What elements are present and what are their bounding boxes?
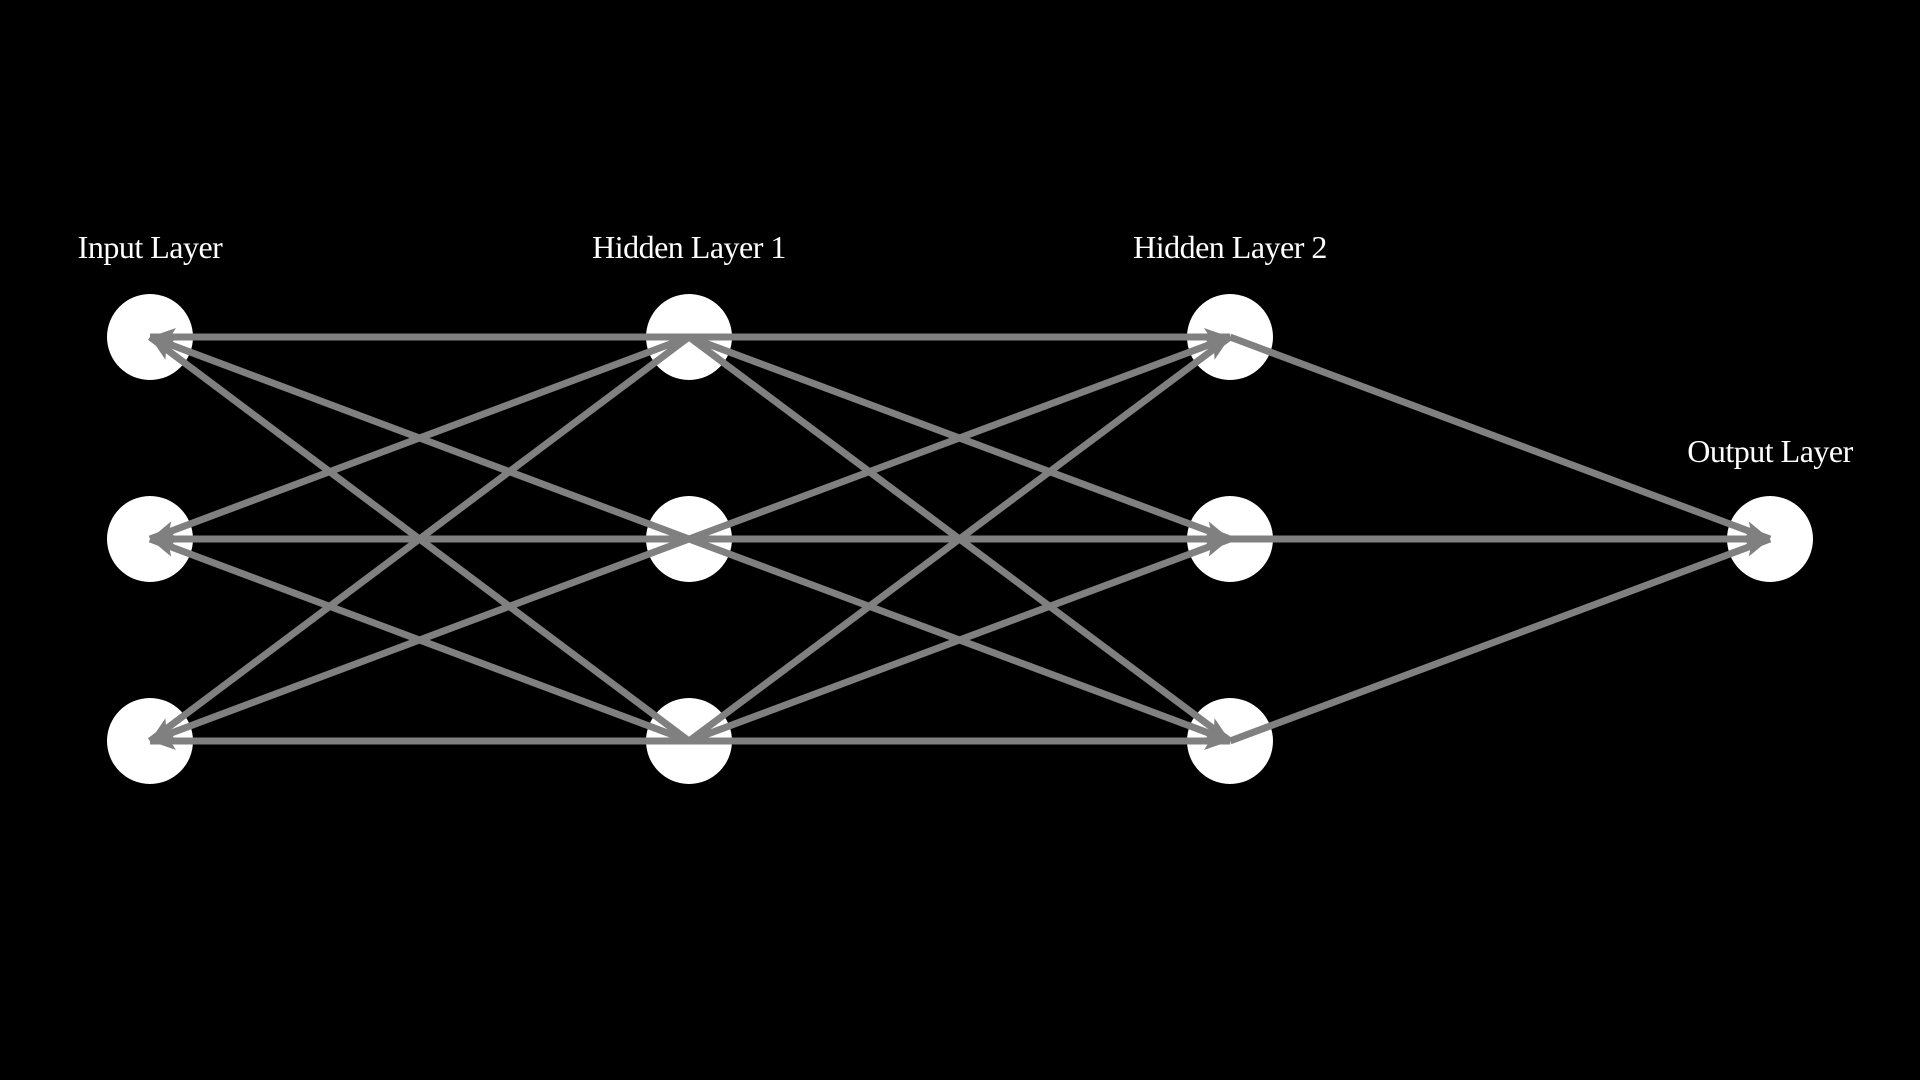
- edge-hidden23-output1: [1228, 535, 1772, 745]
- arrowhead-hidden13-hidden21: [1203, 337, 1230, 360]
- edge-hidden13-hidden21: [686, 334, 1233, 744]
- edge-hidden13-input1: [147, 334, 692, 744]
- arrowhead-hidden13-hidden22: [1202, 539, 1230, 557]
- arrowhead-hidden11-input3: [150, 718, 177, 741]
- edge-hidden12-input1: [148, 333, 691, 543]
- layer-label-output: Output Layer: [1687, 433, 1853, 469]
- edge-hidden21-output1: [1228, 333, 1772, 543]
- layer-label-input: Input Layer: [78, 229, 224, 265]
- edge-hidden12-hidden21: [687, 333, 1232, 543]
- layer-label-hidden2: Hidden Layer 2: [1133, 229, 1327, 265]
- arrowhead-hidden13-input3: [150, 732, 176, 750]
- layer-label-hidden1: Hidden Layer 1: [592, 229, 786, 265]
- edge-hidden13-input2: [148, 535, 691, 745]
- arrowhead-hidden13-input2: [150, 539, 178, 557]
- arrowhead-hidden23-output1: [1742, 539, 1770, 557]
- arrowhead-hidden13-hidden23: [1204, 732, 1230, 750]
- arrowhead-hidden13-input1: [150, 337, 177, 360]
- labels-layer: Input Layer Hidden Layer 1 Hidden Layer 2 O…: [78, 229, 1854, 469]
- edge-hidden13-hidden22: [687, 535, 1232, 745]
- arrowhead-hidden11-hidden23: [1203, 718, 1230, 741]
- edges-layer: [147, 333, 1772, 745]
- arrowheads-layer: [150, 328, 1770, 750]
